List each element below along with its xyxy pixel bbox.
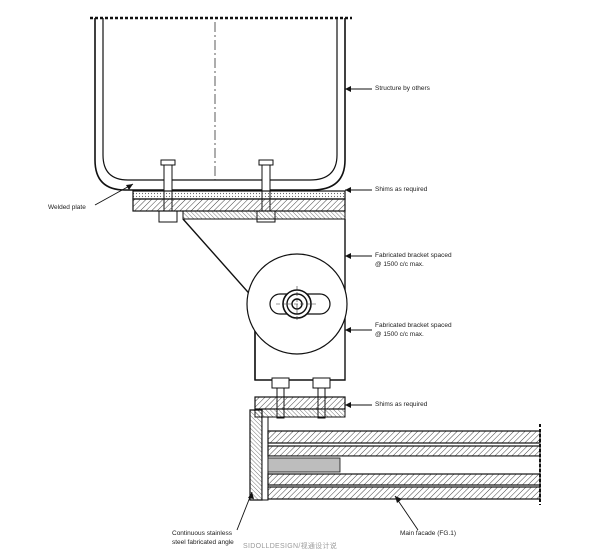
shims-top bbox=[132, 198, 346, 212]
callout-bracket-2-line2: @ 1500 c/c max. bbox=[375, 331, 424, 338]
facade-panel-1 bbox=[267, 430, 541, 444]
welded-plate bbox=[132, 190, 346, 200]
callout-main-facade: Main facade (FG.1) bbox=[400, 530, 456, 537]
callout-bracket-2-line1: Fabricated bracket spaced bbox=[375, 322, 452, 329]
leader-arrowheads bbox=[126, 86, 402, 503]
facade-spacer bbox=[267, 457, 341, 473]
angle-inner-flange bbox=[261, 416, 269, 501]
callout-bracket-1-line2: @ 1500 c/c max. bbox=[375, 261, 424, 268]
facade-panel-3 bbox=[267, 473, 541, 486]
callout-angle-line1: Continuous stainless bbox=[172, 530, 232, 537]
facade-panel-4 bbox=[267, 486, 541, 500]
callout-bracket-1-line1: Fabricated bracket spaced bbox=[375, 252, 452, 259]
callout-structure-by-others: Structure by others bbox=[375, 85, 430, 92]
stainless-angle bbox=[249, 409, 263, 501]
bracket-top-plate bbox=[182, 210, 346, 220]
watermark: SIDOLLDESIGN/视通设计说 bbox=[243, 543, 338, 550]
shims-bottom bbox=[254, 396, 346, 410]
structure-inner-profile bbox=[102, 18, 338, 181]
callout-angle-line2: steel fabricated angle bbox=[172, 539, 234, 546]
callout-shims-bottom: Shims as required bbox=[375, 401, 428, 408]
structure-outer-profile bbox=[94, 18, 346, 191]
callout-shims-top: Shims as required bbox=[375, 186, 428, 193]
leader-lines bbox=[94, 88, 419, 531]
callout-welded-plate: Welded plate bbox=[48, 204, 86, 211]
facade-panel-2 bbox=[267, 445, 541, 457]
angle-top-flange bbox=[254, 408, 346, 418]
